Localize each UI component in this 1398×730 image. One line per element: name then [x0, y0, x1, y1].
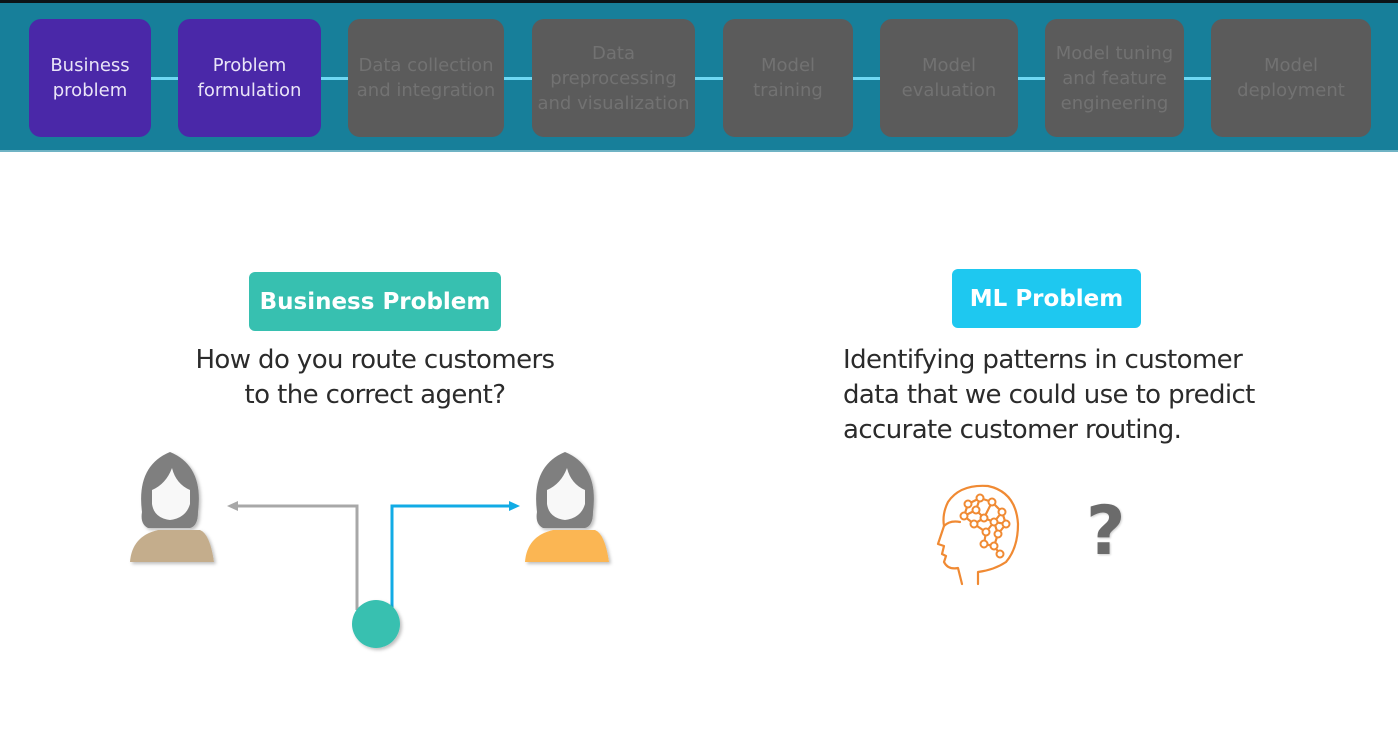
pipeline-connector	[852, 77, 882, 80]
business-question: How do you route customers to the correc…	[195, 345, 555, 410]
ml-problem-label: ML Problem	[952, 269, 1141, 328]
pipeline-step-model-deployment[interactable]: Model deployment	[1211, 19, 1371, 137]
pipeline-step-business-problem[interactable]: Business problem	[29, 19, 151, 137]
question-mark-icon: ?	[1086, 492, 1126, 571]
left-agent-icon	[130, 452, 214, 562]
business-problem-label: Business Problem	[249, 272, 501, 331]
pipeline-connector	[1016, 77, 1046, 80]
routing-diagram	[130, 452, 609, 648]
ml-pipeline-banner: Business problem Problem formulation Dat…	[0, 0, 1398, 152]
brain-network-icon	[936, 484, 1020, 586]
pipeline-step-model-training[interactable]: Model training	[723, 19, 853, 137]
pipeline-connector	[503, 77, 533, 80]
route-left-line	[236, 504, 359, 610]
pipeline-step-model-evaluation[interactable]: Model evaluation	[880, 19, 1018, 137]
pipeline-step-data-collection[interactable]: Data collection and integration	[348, 19, 504, 137]
pipeline-connector	[150, 77, 180, 80]
customer-node-icon	[352, 600, 400, 648]
pipeline-connector	[320, 77, 350, 80]
pipeline-step-model-tuning[interactable]: Model tuning and feature engineering	[1045, 19, 1184, 137]
pipeline-connector	[1183, 77, 1213, 80]
arrow-right-icon	[509, 501, 520, 511]
ml-description: Identifying patterns in customer data th…	[843, 345, 1255, 445]
pipeline-connector	[694, 77, 724, 80]
arrow-left-icon	[227, 501, 238, 511]
route-right-line	[390, 504, 510, 610]
pipeline-step-problem-formulation[interactable]: Problem formulation	[178, 19, 321, 137]
pipeline-step-data-preprocessing[interactable]: Data preprocessing and visualization	[532, 19, 695, 137]
right-agent-icon	[525, 452, 609, 562]
